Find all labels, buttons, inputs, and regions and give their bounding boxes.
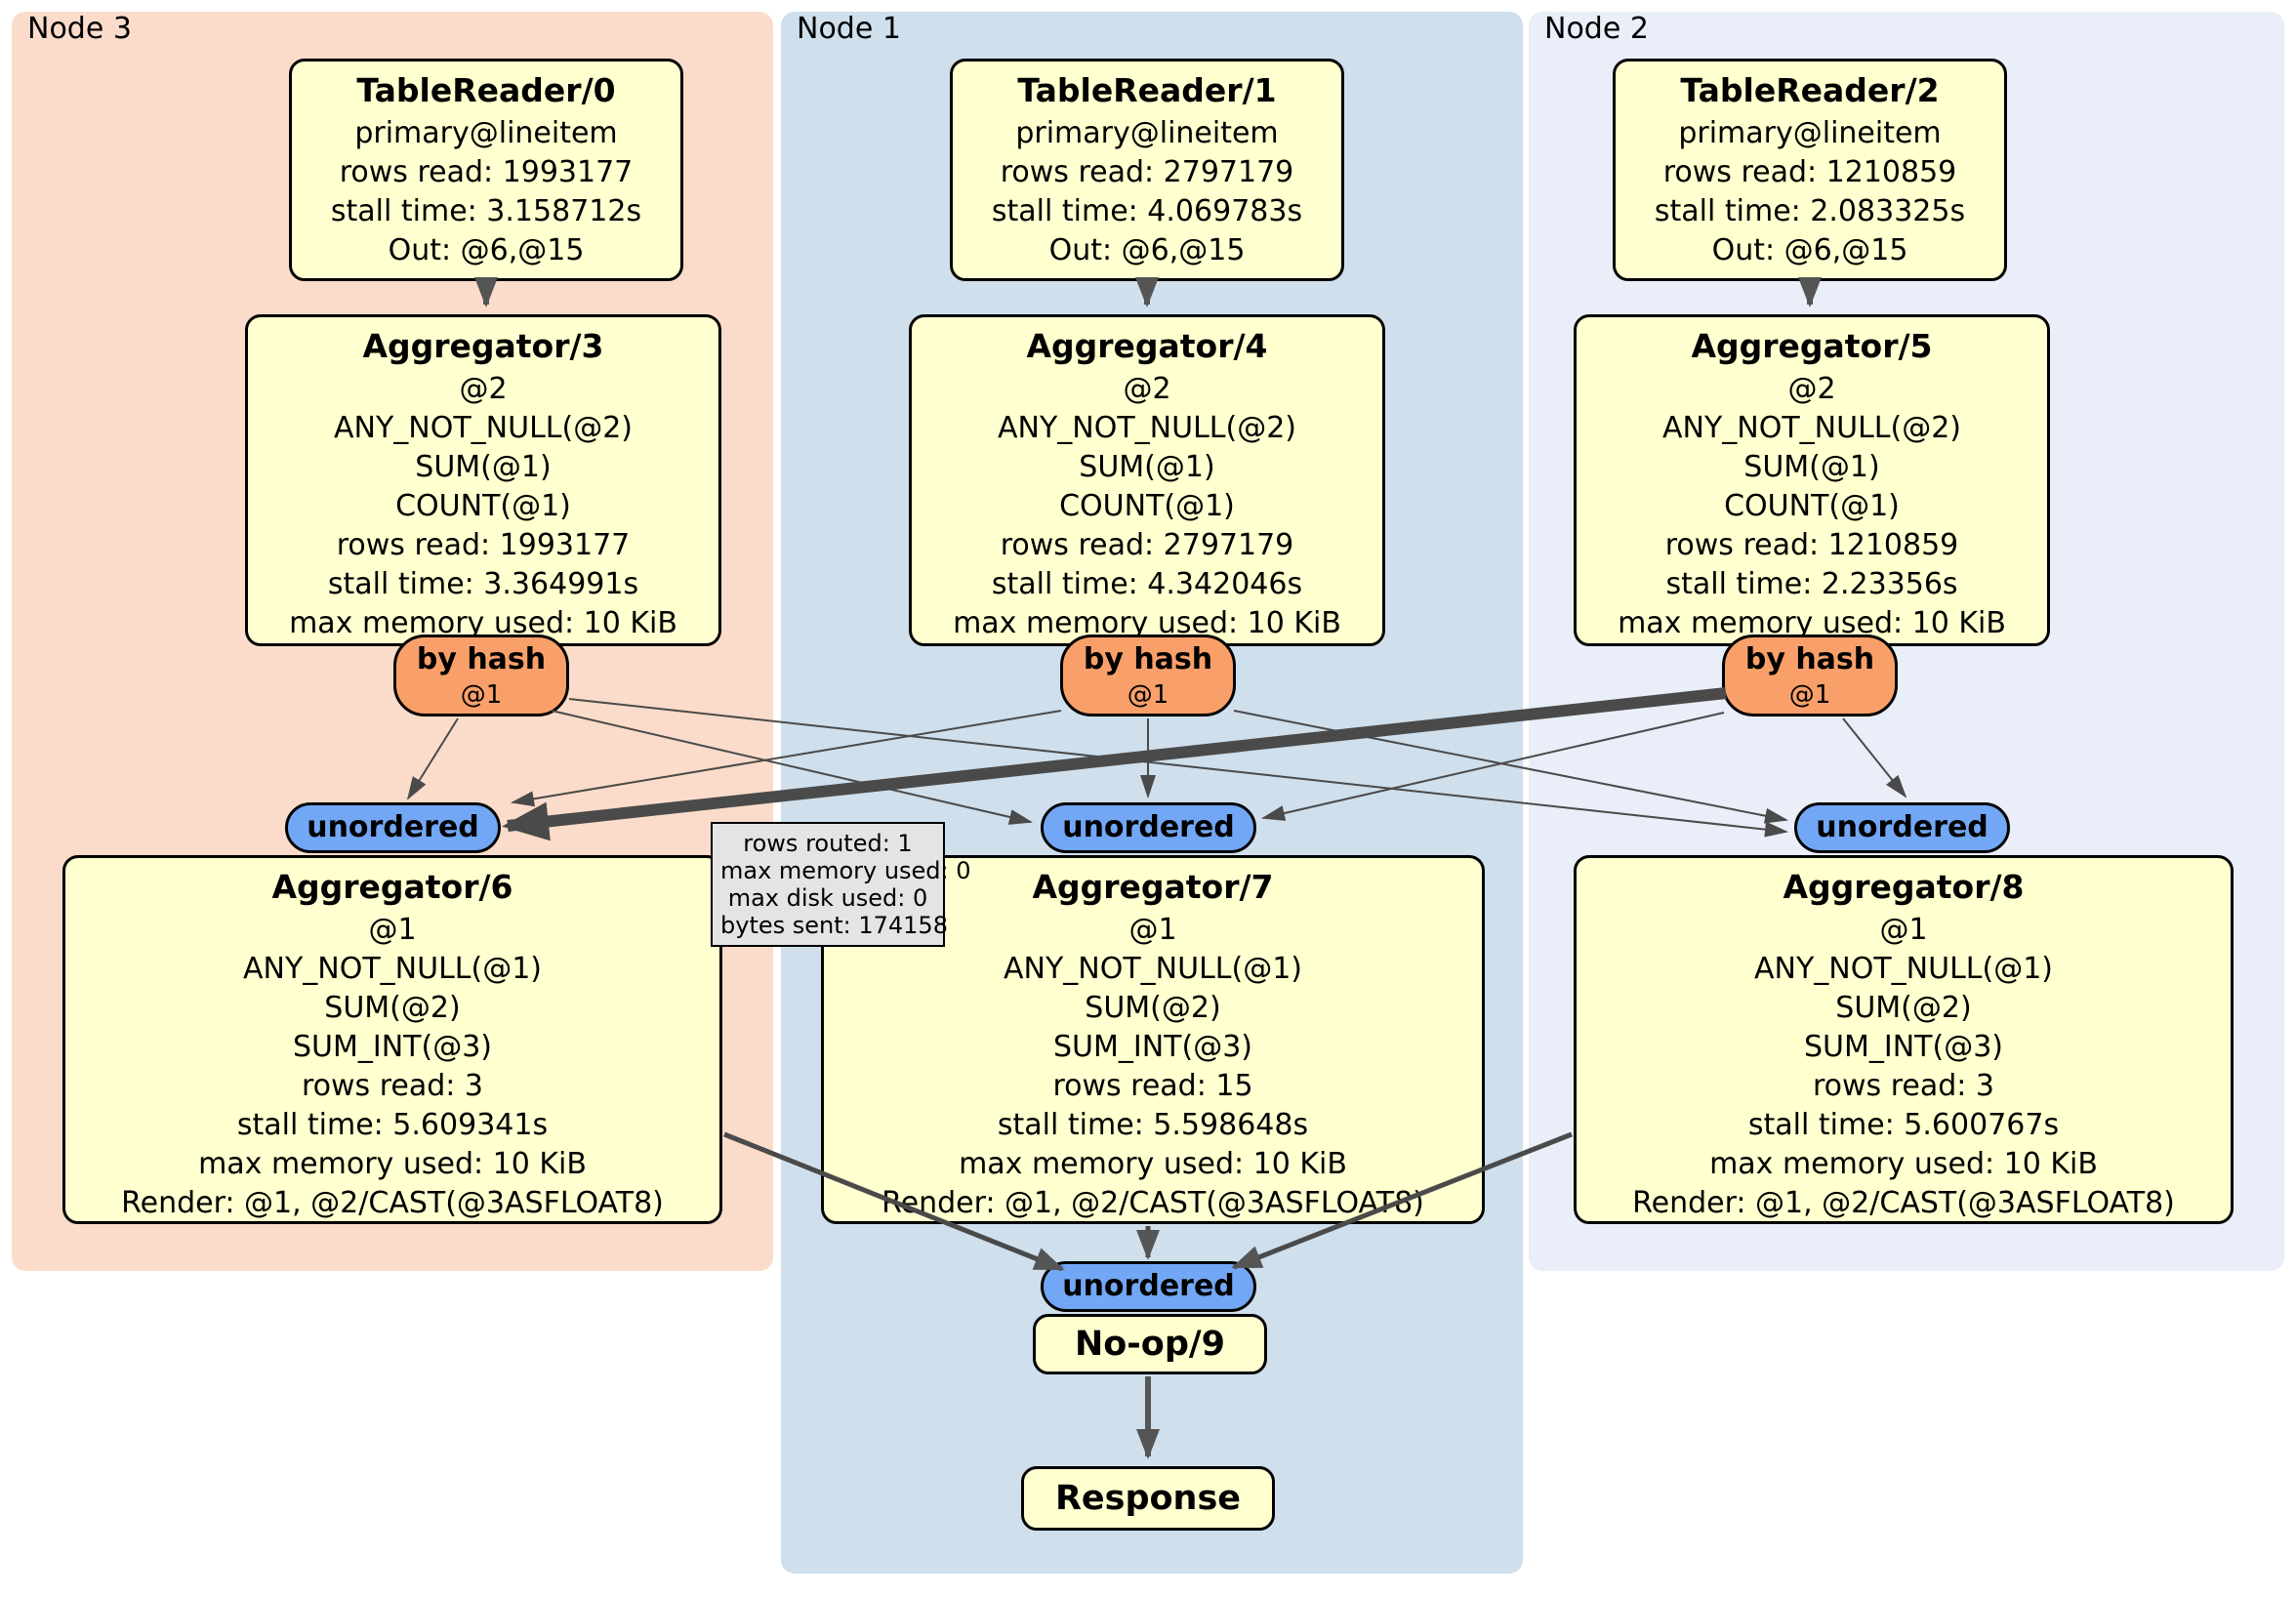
node-line: SUM(@2) [324,991,461,1025]
sync-unordered-node3[interactable]: unordered [285,802,501,853]
node-line: COUNT(@1) [1724,489,1900,523]
node-line: primary@lineitem [1015,116,1279,150]
node-line: rows read: 1993177 [336,528,631,562]
panel-label-node-3: Node 3 [27,12,132,46]
node-title: Aggregator/4 [1026,327,1268,365]
node-title: TableReader/1 [1017,71,1277,109]
node-title: Aggregator/8 [1783,868,2025,906]
node-line: ANY_NOT_NULL(@1) [1754,952,2053,986]
node-title: TableReader/0 [356,71,616,109]
node-line: stall time: 2.23356s [1665,567,1958,601]
node-title: Response [1054,1479,1242,1518]
node-title: Aggregator/6 [271,868,513,906]
node-line: rows read: 3 [1812,1069,1995,1103]
node-line: Render: @1, @2/CAST(@3ASFLOAT8) [121,1186,664,1220]
router-label: by hash [416,642,547,676]
node-tablereader-2[interactable]: TableReader/2 primary@lineitem rows read… [1613,59,2007,281]
node-line: ANY_NOT_NULL(@1) [243,952,542,986]
router-by-hash-node3[interactable]: by hash @1 [393,635,569,717]
node-line: stall time: 4.342046s [991,567,1303,601]
router-sub-label: @1 [1127,680,1169,710]
node-title: No-op/9 [1074,1325,1226,1364]
node-line: rows read: 3 [301,1069,484,1103]
router-by-hash-node1[interactable]: by hash @1 [1060,635,1236,717]
node-noop-9[interactable]: No-op/9 [1033,1314,1267,1374]
panel-label-node-1: Node 1 [797,12,901,46]
node-aggregator-6[interactable]: Aggregator/6 @1 ANY_NOT_NULL(@1) SUM(@2)… [62,855,722,1224]
sync-unordered-node2[interactable]: unordered [1794,802,2010,853]
node-line: primary@lineitem [1678,116,1942,150]
node-line: ANY_NOT_NULL(@2) [1662,411,1961,445]
node-line: SUM_INT(@3) [1053,1030,1252,1064]
node-line: stall time: 3.158712s [330,194,642,228]
node-line: ANY_NOT_NULL(@2) [998,411,1296,445]
node-response[interactable]: Response [1021,1466,1275,1531]
router-by-hash-node2[interactable]: by hash @1 [1722,635,1898,717]
node-line: @2 [459,372,508,406]
node-tablereader-1[interactable]: TableReader/1 primary@lineitem rows read… [950,59,1344,281]
router-sub-label: @1 [1788,680,1831,710]
node-line: @1 [1128,913,1177,947]
tooltip-line: rows routed: 1 [743,830,913,857]
node-line: rows read: 1993177 [339,155,634,189]
node-line: stall time: 5.609341s [236,1108,549,1142]
node-line: primary@lineitem [354,116,618,150]
node-title: Aggregator/3 [362,327,604,365]
node-aggregator-5[interactable]: Aggregator/5 @2 ANY_NOT_NULL(@2) SUM(@1)… [1574,314,2050,646]
node-line: COUNT(@1) [395,489,571,523]
node-line: max memory used: 10 KiB [198,1147,587,1181]
node-line: SUM(@1) [415,450,552,484]
node-line: Render: @1, @2/CAST(@3ASFLOAT8) [1632,1186,2175,1220]
node-title: Aggregator/5 [1691,327,1933,365]
node-title: TableReader/2 [1680,71,1940,109]
node-line: Out: @6,@15 [388,233,585,267]
node-line: stall time: 3.364991s [327,567,639,601]
tooltip-line: max memory used: 0 [720,857,971,884]
node-line: stall time: 4.069783s [991,194,1303,228]
node-line: max memory used: 10 KiB [1709,1147,2098,1181]
router-label: by hash [1744,642,1875,676]
tooltip-line: bytes sent: 174158 [720,912,948,939]
node-line: rows read: 2797179 [1000,155,1294,189]
node-line: rows read: 1210859 [1664,528,1959,562]
node-line: @1 [1879,913,1928,947]
node-line: ANY_NOT_NULL(@2) [334,411,633,445]
node-line: Out: @6,@15 [1711,233,1908,267]
node-line: Render: @1, @2/CAST(@3ASFLOAT8) [882,1186,1424,1220]
sync-unordered-final[interactable]: unordered [1041,1261,1256,1312]
node-aggregator-4[interactable]: Aggregator/4 @2 ANY_NOT_NULL(@2) SUM(@1)… [909,314,1385,646]
node-line: SUM(@1) [1743,450,1880,484]
node-line: rows read: 1210859 [1662,155,1957,189]
node-title: Aggregator/7 [1032,868,1274,906]
node-line: ANY_NOT_NULL(@1) [1004,952,1302,986]
edge-stats-tooltip: rows routed: 1 max memory used: 0 max di… [711,822,971,947]
node-line: @1 [368,913,417,947]
node-line: Out: @6,@15 [1048,233,1246,267]
node-line: SUM_INT(@3) [1804,1030,2003,1064]
node-line: rows read: 15 [1052,1069,1253,1103]
router-label: by hash [1083,642,1213,676]
node-line: rows read: 2797179 [1000,528,1294,562]
router-sub-label: @1 [460,680,503,710]
node-aggregator-3[interactable]: Aggregator/3 @2 ANY_NOT_NULL(@2) SUM(@1)… [245,314,721,646]
node-line: stall time: 2.083325s [1654,194,1966,228]
node-line: SUM(@1) [1079,450,1215,484]
node-line: SUM(@2) [1085,991,1221,1025]
node-aggregator-8[interactable]: Aggregator/8 @1 ANY_NOT_NULL(@1) SUM(@2)… [1574,855,2234,1224]
node-line: stall time: 5.600767s [1747,1108,2060,1142]
node-line: SUM_INT(@3) [293,1030,492,1064]
panel-label-node-2: Node 2 [1544,12,1649,46]
sync-unordered-node1[interactable]: unordered [1041,802,1256,853]
node-line: COUNT(@1) [1059,489,1235,523]
node-line: @2 [1123,372,1171,406]
node-tablereader-0[interactable]: TableReader/0 primary@lineitem rows read… [289,59,683,281]
node-line: max memory used: 10 KiB [959,1147,1347,1181]
node-line: @2 [1787,372,1836,406]
node-line: SUM(@2) [1835,991,1972,1025]
node-line: stall time: 5.598648s [997,1108,1309,1142]
tooltip-line: max disk used: 0 [727,884,928,912]
